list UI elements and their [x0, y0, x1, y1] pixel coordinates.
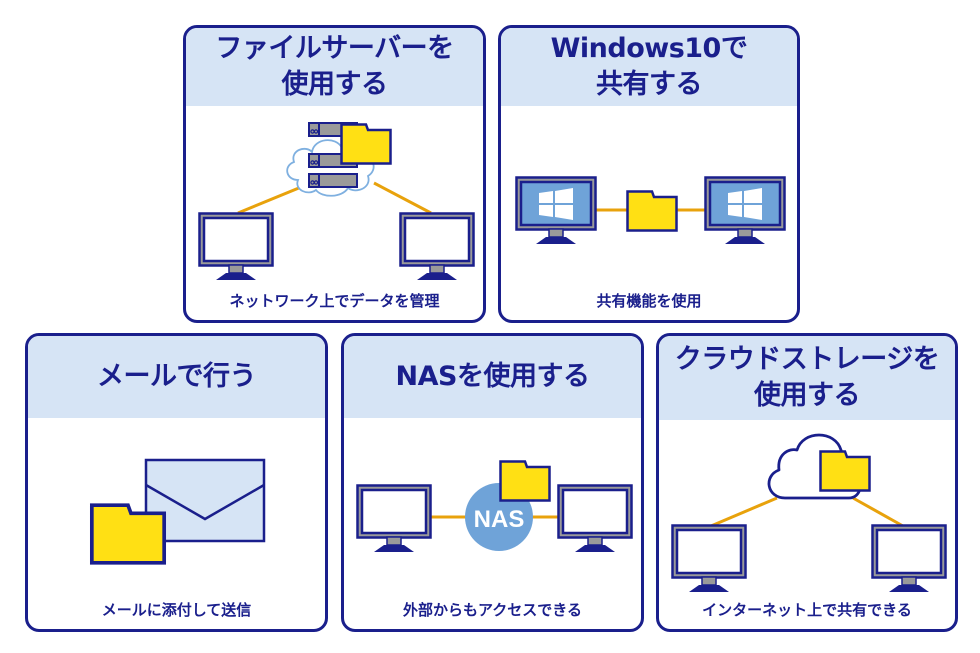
nas-illustration: NAS — [356, 460, 633, 554]
windows-monitor-icon — [704, 176, 786, 246]
card-mail: メールで行う メールに添付して送信 — [25, 333, 328, 632]
monitor-icon — [557, 484, 633, 554]
card-file-server: ファイルサーバーを 使用する ネットワーク上でデータを管理 — [183, 25, 486, 323]
connection-line — [373, 181, 432, 215]
windows10-illustration — [515, 176, 786, 246]
folder-icon — [499, 460, 551, 502]
card-title: Windows10で 共有する — [501, 28, 797, 106]
monitor-icon — [871, 524, 947, 594]
monitor-icon — [399, 212, 475, 282]
monitor-icon — [356, 484, 432, 554]
monitor-icon — [671, 524, 747, 594]
card-nas: NASを使用する NAS 外部からもアクセスできる — [341, 333, 644, 632]
server-icon — [308, 173, 358, 188]
card-title-line: メールで行う — [97, 361, 257, 392]
folder-icon — [340, 123, 392, 165]
monitor-icon — [198, 212, 274, 282]
card-title-line: 使用する — [281, 69, 389, 100]
card-title-line: クラウドストレージを — [674, 344, 940, 375]
card-caption: 共有機能を使用 — [596, 292, 702, 310]
card-title: NASを使用する — [344, 336, 641, 418]
card-title: ファイルサーバーを 使用する — [186, 28, 483, 106]
card-title-line: Windows10で — [550, 33, 748, 64]
file-server-illustration — [198, 122, 475, 282]
card-title: クラウドストレージを 使用する — [659, 336, 955, 420]
card-cloud-storage: クラウドストレージを 使用する インターネット上で共有できる — [656, 333, 958, 632]
windows-monitor-icon — [515, 176, 597, 246]
folder-icon — [89, 503, 167, 565]
card-title-line: NASを使用する — [395, 361, 590, 392]
nas-label: NAS — [474, 506, 525, 533]
card-caption: ネットワーク上でデータを管理 — [229, 292, 440, 310]
card-caption: メールに添付して送信 — [101, 601, 252, 619]
card-title: メールで行う — [28, 336, 325, 418]
folder-icon — [626, 190, 678, 232]
cloud-storage-illustration — [671, 433, 947, 594]
card-caption: インターネット上で共有できる — [702, 601, 912, 619]
folder-icon — [819, 450, 871, 492]
card-windows10: Windows10で 共有する 共有機能を使用 — [498, 25, 800, 323]
card-caption: 外部からもアクセスできる — [403, 601, 582, 619]
connection-line — [852, 496, 904, 528]
mail-illustration — [89, 458, 266, 565]
card-title-line: ファイルサーバーを — [215, 33, 454, 64]
connection-line — [710, 496, 778, 528]
card-title-line: 使用する — [754, 380, 861, 411]
card-title-line: 共有する — [596, 69, 703, 100]
